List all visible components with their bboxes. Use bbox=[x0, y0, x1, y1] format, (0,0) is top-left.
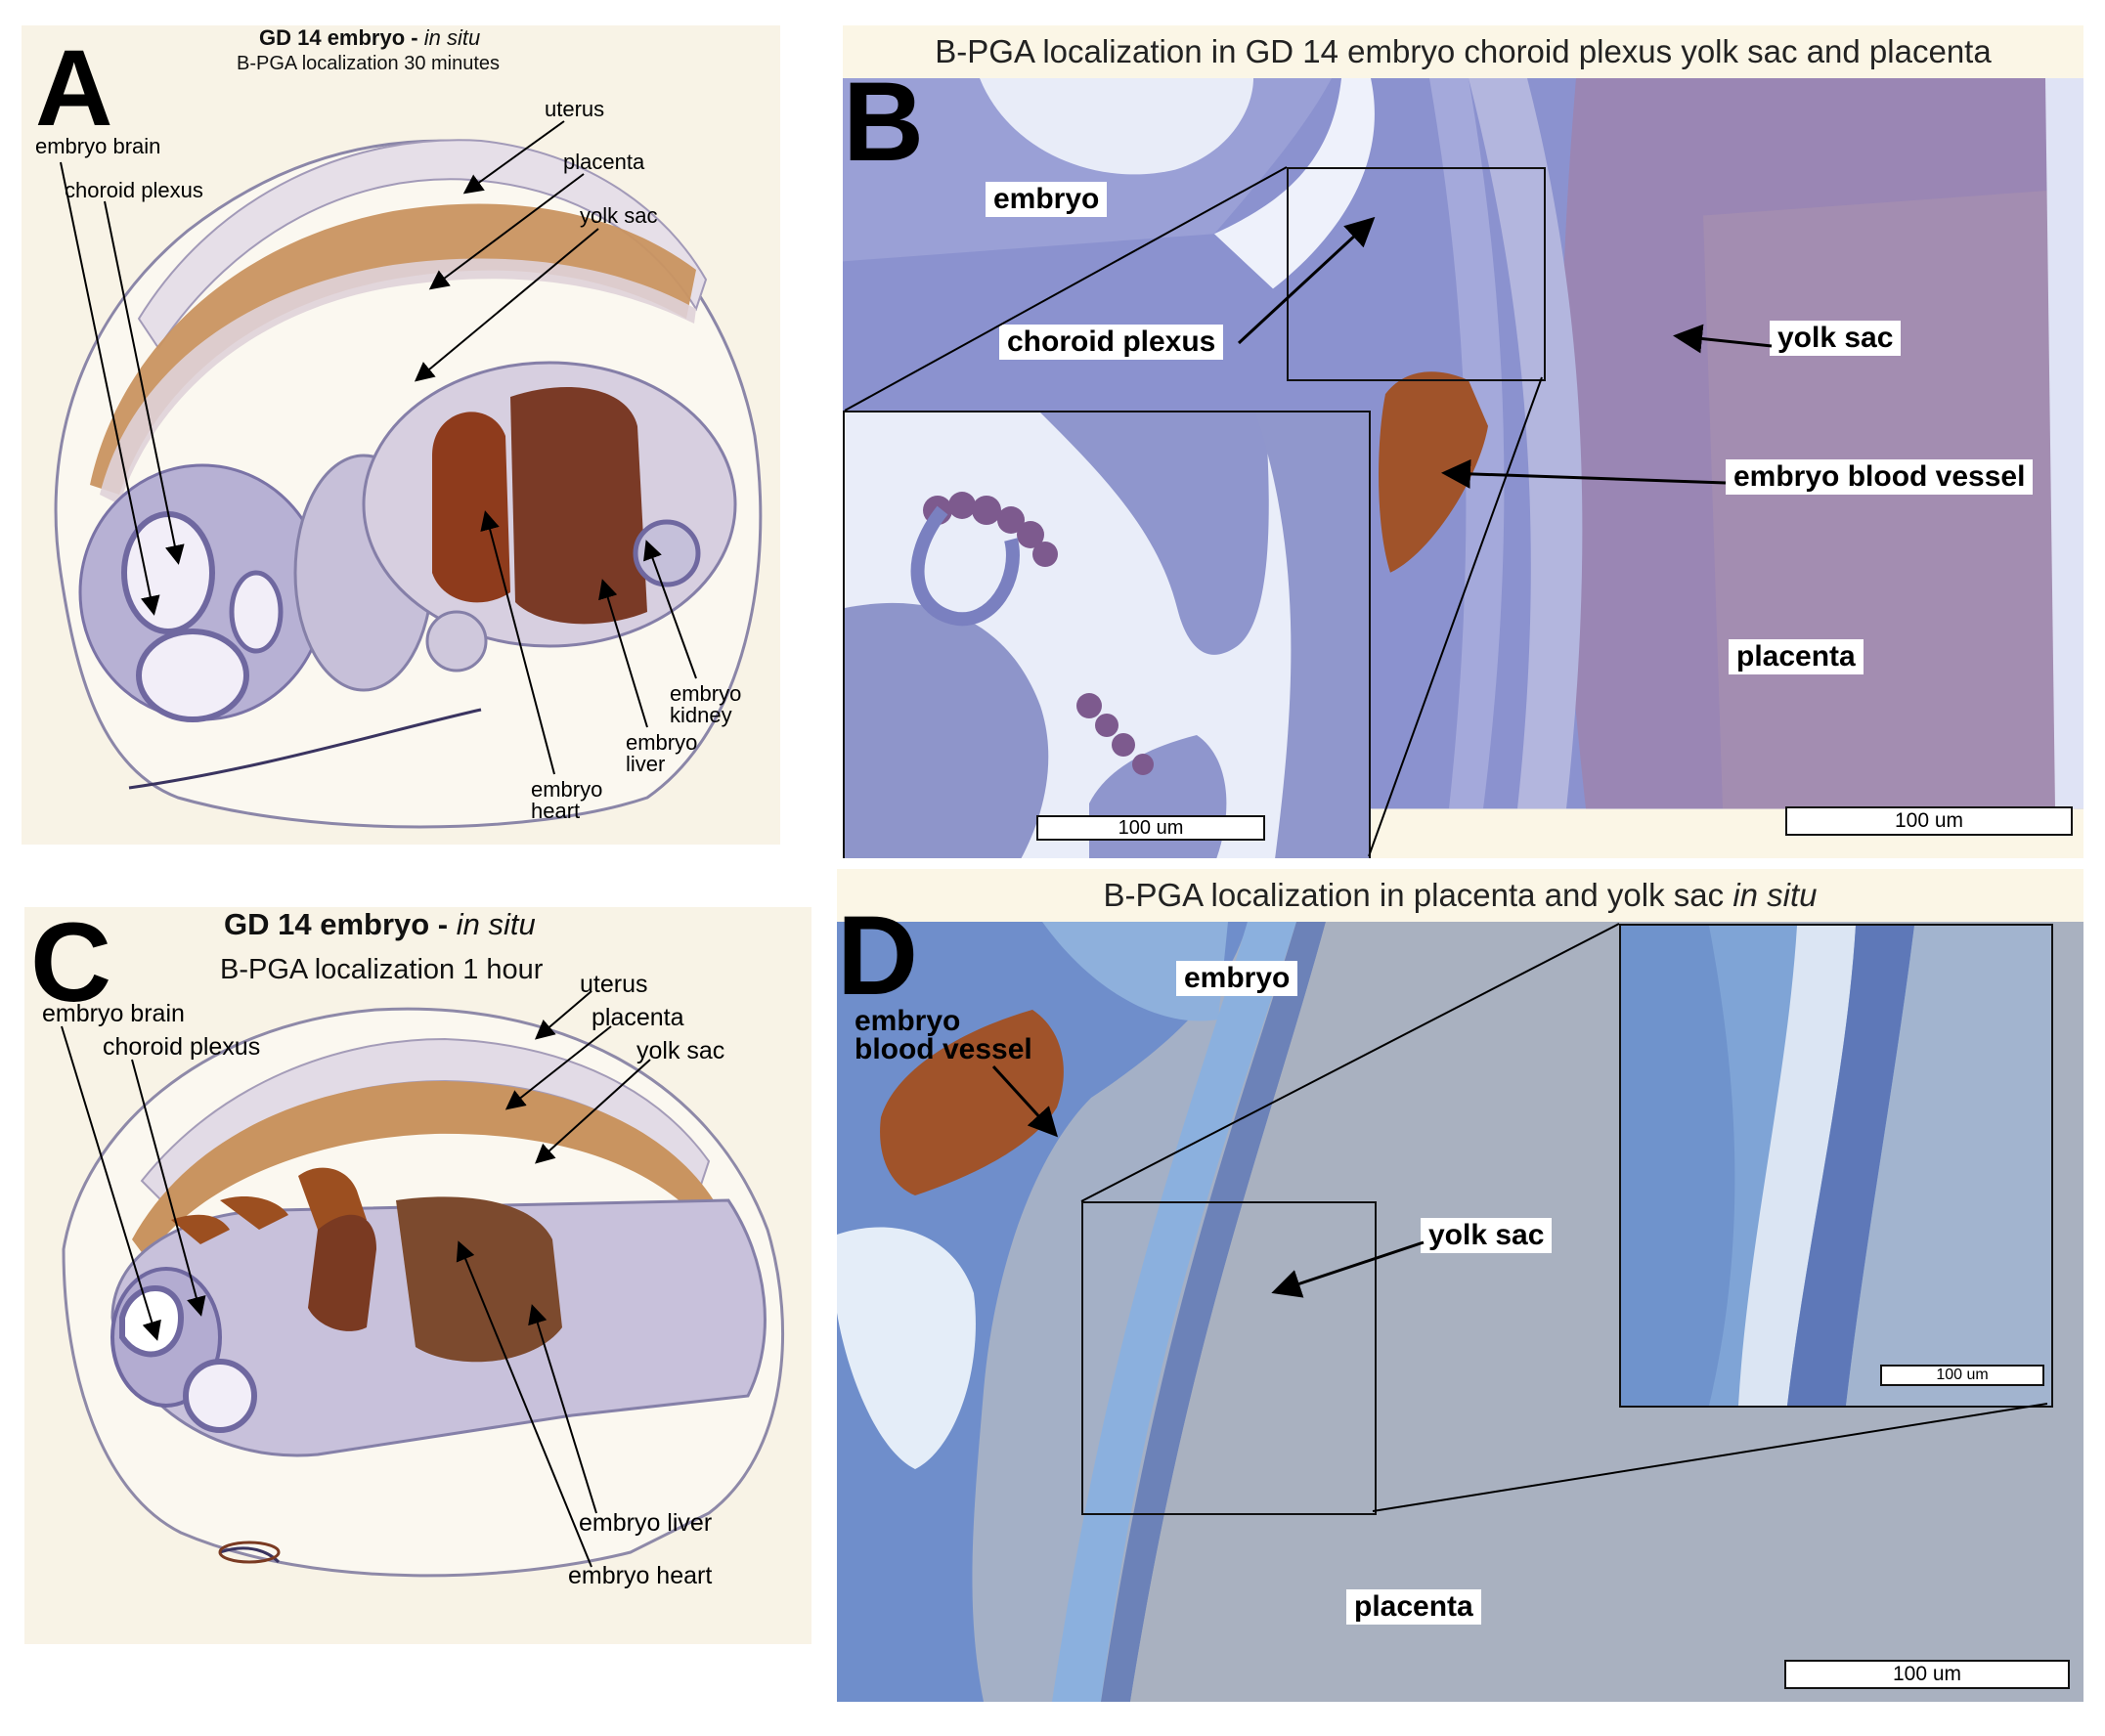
panel-c-label-choroid-plexus: choroid plexus bbox=[103, 1033, 261, 1061]
panel-b-inset-image bbox=[845, 412, 1369, 858]
panel-c-label-embryo-liver: embryo liver bbox=[579, 1509, 713, 1537]
panel-d-label-embryo-blood-vessel-1: embryo bbox=[855, 1005, 961, 1037]
panel-a-label-uterus: uterus bbox=[545, 97, 605, 121]
panel-c-title-line1: GD 14 embryo - in situ bbox=[224, 907, 536, 942]
panel-b-label-placenta: placenta bbox=[1729, 639, 1864, 674]
panel-a-label-yolk-sac: yolk sac bbox=[580, 203, 658, 228]
panel-d-label-yolk-sac: yolk sac bbox=[1421, 1218, 1553, 1253]
panel-c-label-uterus: uterus bbox=[580, 971, 648, 998]
panel-d-title-text: B-PGA localization in placenta and yolk … bbox=[1103, 877, 1733, 913]
panel-a-title-line2: B-PGA localization 30 minutes bbox=[237, 53, 501, 74]
panel-c-title-line2: B-PGA localization 1 hour bbox=[220, 954, 544, 985]
panel-a-title-line1: GD 14 embryo - in situ bbox=[259, 25, 480, 51]
panel-a-title-italic: in situ bbox=[423, 25, 481, 50]
panel-d-label-embryo-blood-vessel-2: blood vessel bbox=[855, 1033, 1032, 1065]
panel-b-label-embryo: embryo bbox=[986, 182, 1108, 217]
panel-b-label-choroid-plexus: choroid plexus bbox=[999, 325, 1224, 360]
panel-c: C GD 14 embryo - in situ B-PGA localizat… bbox=[24, 907, 811, 1644]
panel-d-title: B-PGA localization in placenta and yolk … bbox=[837, 869, 2083, 922]
panel-b-inset: 100 um bbox=[843, 411, 1371, 858]
panel-a-label-placenta: placenta bbox=[563, 150, 645, 174]
panel-d-inset-scalebar: 100 um bbox=[1880, 1365, 2044, 1386]
panel-d-inset: 100 um bbox=[1619, 924, 2053, 1408]
panel-d-title-italic: in situ bbox=[1732, 877, 1818, 913]
panel-b-label-embryo-blood-vessel: embryo blood vessel bbox=[1726, 459, 2034, 495]
panel-a-label-embryo-kidney-1: embryo bbox=[670, 681, 742, 706]
panel-d-inset-image bbox=[1621, 926, 2051, 1406]
panel-c-section-image bbox=[62, 1007, 785, 1578]
panel-c-title-text: GD 14 embryo - bbox=[224, 907, 457, 941]
panel-a-label-choroid-plexus: choroid plexus bbox=[65, 178, 203, 202]
panel-b-title: B-PGA localization in GD 14 embryo choro… bbox=[843, 25, 2083, 78]
panel-b-inset-scalebar: 100 um bbox=[1036, 815, 1265, 841]
panel-c-label-embryo-heart: embryo heart bbox=[568, 1562, 713, 1589]
panel-a-title-text: GD 14 embryo - bbox=[259, 25, 424, 50]
panel-b-zoom-region bbox=[1287, 167, 1546, 381]
panel-c-label-embryo-brain: embryo brain bbox=[42, 1000, 185, 1027]
panel-c-title-italic: in situ bbox=[456, 907, 536, 941]
panel-b-main-scalebar: 100 um bbox=[1785, 806, 2073, 836]
panel-c-letter: C bbox=[30, 907, 112, 1025]
panel-d-label-embryo: embryo bbox=[1176, 961, 1298, 996]
panel-d-main-scalebar: 100 um bbox=[1784, 1660, 2070, 1689]
panel-c-label-placenta: placenta bbox=[592, 1004, 684, 1031]
panel-a-label-embryo-kidney-2: kidney bbox=[670, 703, 732, 727]
panel-d-letter: D bbox=[837, 893, 919, 1019]
panel-d-zoom-region bbox=[1081, 1201, 1377, 1515]
panel-a-letter: A bbox=[35, 28, 113, 149]
panel-b: B-PGA localization in GD 14 embryo choro… bbox=[843, 25, 2083, 858]
panel-a-label-embryo-liver-2: liver bbox=[626, 752, 666, 776]
panel-d: B-PGA localization in placenta and yolk … bbox=[837, 869, 2083, 1702]
panel-d-label-placenta: placenta bbox=[1346, 1589, 1481, 1625]
panel-b-letter: B bbox=[843, 60, 925, 185]
panel-a-label-embryo-heart-2: heart bbox=[531, 799, 581, 823]
panel-a-label-embryo-liver-1: embryo bbox=[626, 730, 698, 755]
panel-b-label-yolk-sac: yolk sac bbox=[1770, 321, 1902, 356]
panel-a-label-embryo-brain: embryo brain bbox=[35, 134, 161, 158]
panel-a-label-embryo-heart-1: embryo bbox=[531, 777, 603, 802]
panel-a: A GD 14 embryo - in situ B-PGA localizat… bbox=[22, 25, 780, 845]
panel-c-label-yolk-sac: yolk sac bbox=[636, 1037, 725, 1064]
